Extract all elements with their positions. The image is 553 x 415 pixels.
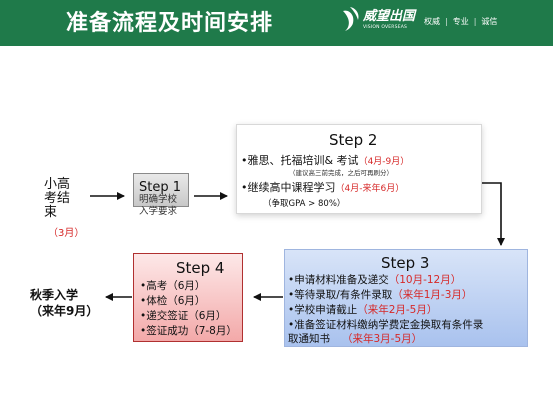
brand-logo: 威望出国 VISION OVERSEAS xyxy=(341,5,421,39)
step3-box: Step 3 •申请材料准备及递交（10月-12月） •等待录取/有条件录取（来… xyxy=(284,249,528,347)
start-label: 小高考结束 xyxy=(44,177,71,220)
step4-box: Step 4 •高考（6月） •体检（6月） •递交签证（6月） •签证成功（7… xyxy=(133,253,243,342)
step2-item-date: （4月-来年6月） xyxy=(335,184,405,194)
end-label: 秋季入学 （来年9月） xyxy=(30,287,98,319)
tagline: 权威|专业|诚信 xyxy=(424,17,498,26)
step2-item-text: •雅思、托福培训& 考试 xyxy=(241,154,359,167)
step4-item: •体检（6月） xyxy=(140,295,206,307)
step3-item: •准备签证材料缴纳学费定金换取有条件录 xyxy=(288,319,484,331)
arrow-step2-to-step3 xyxy=(482,182,505,246)
logo-subtext: VISION OVERSEAS xyxy=(363,25,408,30)
step1-box: Step 1 xyxy=(133,173,189,207)
step3-item: •等待录取/有条件录取（来年1月-3月） xyxy=(288,289,473,301)
end-label-line2: （来年9月） xyxy=(30,304,99,318)
tagline-item: 权威 xyxy=(424,17,440,26)
step4-item: •递交签证（6月） xyxy=(140,310,227,322)
step3-item: •申请材料准备及递交（10月-12月） xyxy=(288,274,462,286)
step2-gpa: （争取GPA > 80%） xyxy=(263,199,346,209)
step4-item: •签证成功（7-8月） xyxy=(140,325,237,337)
step4-title: Step 4 xyxy=(176,259,225,277)
step1-title: Step 1 xyxy=(139,180,182,195)
step3-item: •学校申请截止（来年2月-5月） xyxy=(288,304,438,316)
step3-item: 取通知书（来年3月-5月） xyxy=(288,333,423,345)
logo-text: 威望出国 xyxy=(363,9,416,24)
step1-text: 明确学校入学要求 xyxy=(139,194,178,217)
step2-item-text: •继续高中课程学习 xyxy=(241,181,336,194)
step2-box: Step 2 •雅思、托福培训& 考试（4月-9月） （建议高三前完成，之后可再… xyxy=(236,124,482,214)
step2-note: （建议高三前完成，之后可再刷分） xyxy=(289,169,393,177)
step2-item-date: （4月-9月） xyxy=(358,157,410,167)
step4-item: •高考（6月） xyxy=(140,280,206,292)
end-label-line1: 秋季入学 xyxy=(30,288,79,302)
tagline-item: 专业 xyxy=(452,17,469,26)
step2-item: •继续高中课程学习（4月-来年6月） xyxy=(241,179,404,195)
logo-mark-icon xyxy=(343,7,359,32)
start-date: （3月） xyxy=(48,228,85,239)
page-title: 准备流程及时间安排 xyxy=(66,11,274,36)
header-bar: 准备流程及时间安排 威望出国 VISION OVERSEAS 权威|专业|诚信 xyxy=(0,0,553,46)
step2-item: •雅思、托福培训& 考试（4月-9月） xyxy=(241,152,409,168)
step2-title: Step 2 xyxy=(329,131,378,149)
step3-title: Step 3 xyxy=(381,254,430,272)
tagline-item: 诚信 xyxy=(481,17,498,26)
